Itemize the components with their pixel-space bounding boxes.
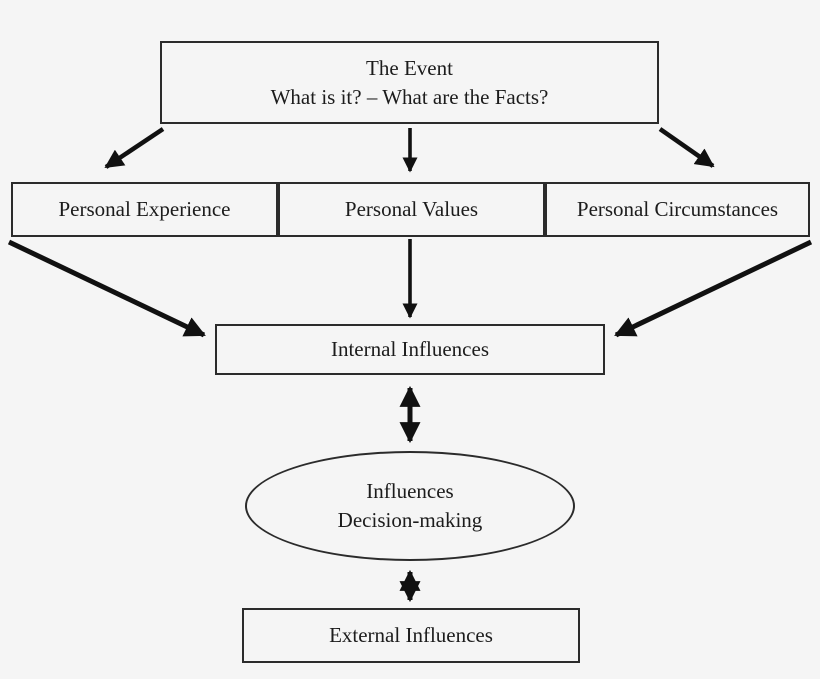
influences-decision-making-ellipse: Influences Decision-making — [245, 451, 575, 561]
external-influences-label: External Influences — [329, 623, 493, 648]
internal-influences-box: Internal Influences — [215, 324, 605, 375]
decision-making-line2: Decision-making — [337, 508, 483, 532]
external-influences-box: External Influences — [242, 608, 580, 663]
internal-influences-label: Internal Influences — [330, 337, 489, 362]
personal-values-label: Personal Values — [344, 197, 479, 222]
edge-circumstances-to-internal — [614, 239, 813, 338]
personal-circumstances-box: Personal Circumstances — [545, 182, 810, 237]
edge-event-to-circumstances — [658, 127, 715, 168]
edge-event-to-experience — [104, 127, 165, 169]
edge-experience-to-internal — [7, 239, 206, 338]
personal-experience-label: Personal Experience — [58, 197, 231, 222]
personal-circumstances-label: Personal Circumstances — [576, 197, 779, 222]
event-box-line2: What is it? – What are the Facts? — [270, 84, 549, 109]
personal-experience-box: Personal Experience — [11, 182, 278, 237]
event-box-line1: The Event — [366, 55, 453, 80]
event-box: The Event What is it? – What are the Fac… — [160, 41, 659, 124]
personal-values-box: Personal Values — [278, 182, 545, 237]
decision-making-line1: Influences — [366, 479, 454, 504]
